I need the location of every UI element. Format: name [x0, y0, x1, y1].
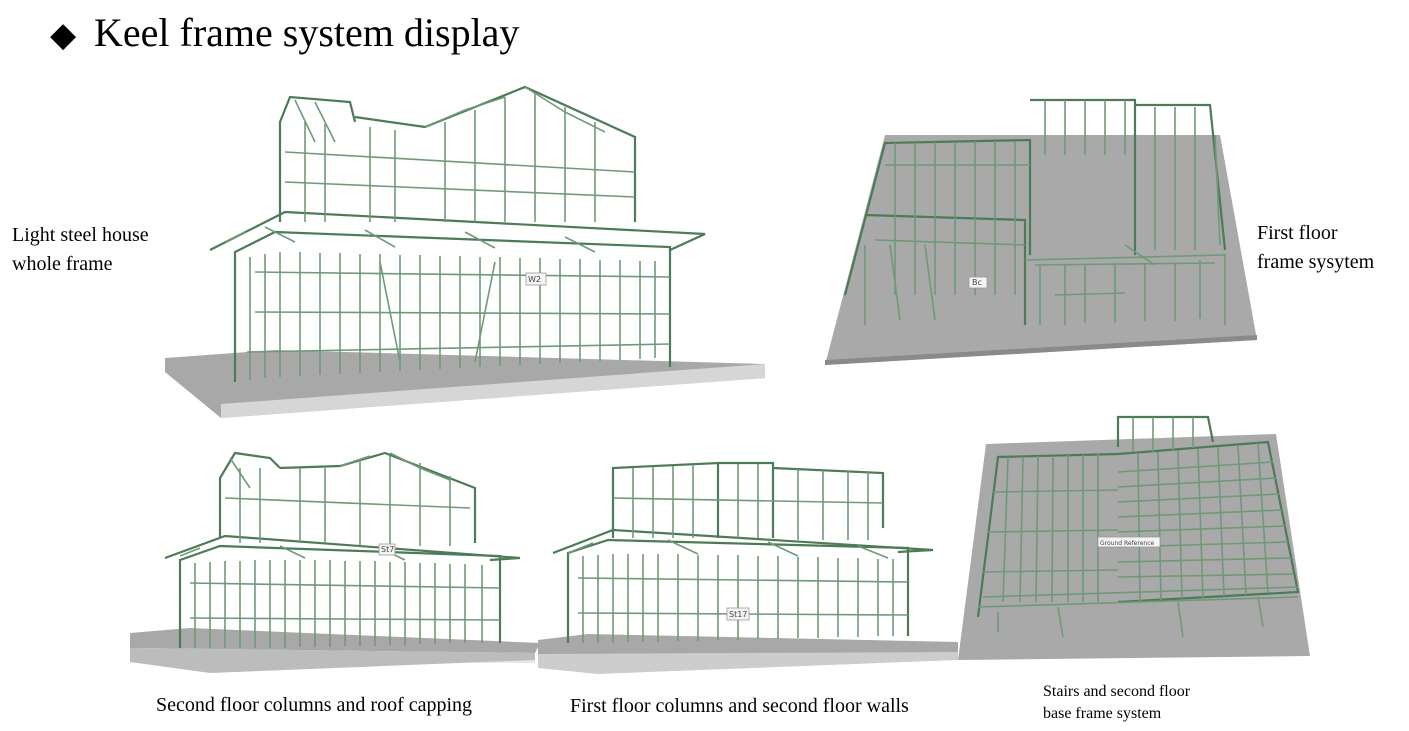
- stairs-caption-line2: base frame system: [1043, 705, 1162, 722]
- diamond-bullet-icon: ◆: [50, 17, 77, 54]
- first-floor-caption-line1: First floor: [1257, 222, 1338, 244]
- first-floor-columns-figure: St17: [538, 461, 958, 674]
- first-floor-figure: Bc: [825, 98, 1257, 365]
- second-floor-columns-figure: St7: [130, 451, 540, 673]
- first-floor-tag: Bc: [972, 278, 982, 287]
- whole-frame-figure: W2: [165, 85, 765, 418]
- stairs-base-frame-figure: Ground Reference: [958, 415, 1310, 660]
- stairs-caption-line1: Stairs and second floor: [1043, 683, 1191, 700]
- page-title: ◆ Keel frame system display: [50, 8, 519, 61]
- whole-frame-caption-line1: Light steel house: [12, 224, 149, 246]
- first-floor-columns-tag: St17: [729, 610, 747, 619]
- whole-frame-caption-line2: whole frame: [12, 253, 113, 275]
- second-floor-columns-caption: Second floor columns and roof capping: [156, 694, 473, 716]
- second-floor-tag: St7: [381, 545, 394, 554]
- whole-frame-tag: W2: [528, 275, 541, 284]
- whole-frame-caption: Light steel house whole frame: [12, 221, 149, 279]
- stairs-base-frame-caption: Stairs and second floor base frame syste…: [1043, 681, 1190, 725]
- first-floor-columns-caption: First floor columns and second floor wal…: [570, 695, 909, 717]
- page-title-text: Keel frame system display: [94, 10, 520, 55]
- first-floor-caption: First floor frame sysytem: [1257, 219, 1374, 277]
- first-floor-caption-line2: frame sysytem: [1257, 251, 1375, 273]
- stairs-tag: Ground Reference: [1100, 540, 1154, 547]
